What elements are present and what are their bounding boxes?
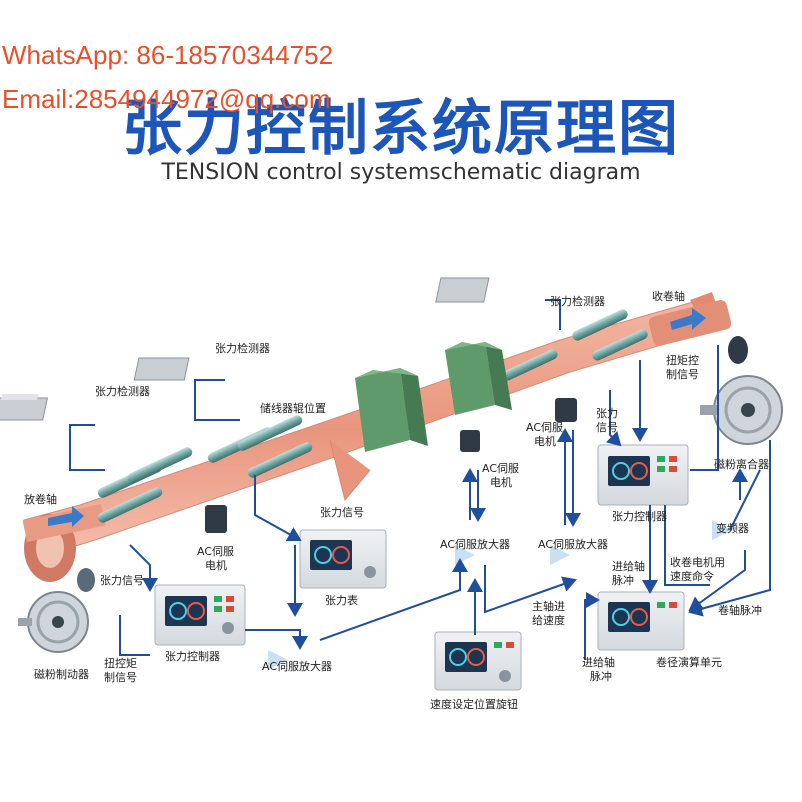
- label-reel-pulse: 卷轴脉冲: [718, 604, 762, 617]
- label-accumulator-roller: 储线器辊位置: [260, 402, 326, 415]
- signal-lines: [69, 299, 771, 660]
- tension-sensor-1: [0, 394, 49, 421]
- label-feed-pulse-top-1: 进给轴: [612, 560, 645, 573]
- label-tension-sensor-2: 张力检测器: [215, 342, 270, 355]
- label-main-feed-speed-2: 给速度: [532, 614, 565, 627]
- controller-roll-diameter: [597, 591, 685, 651]
- label-torque-signal-top-1: 扭矩控: [666, 354, 699, 367]
- label-tension-meter: 张力表: [325, 594, 358, 607]
- label-rewind-shaft: 收卷轴: [652, 290, 685, 303]
- label-tension-sensor-1: 张力检测器: [95, 385, 150, 398]
- label-main-feed-speed-1: 主轴进: [532, 600, 565, 613]
- servo-motor-right: [555, 398, 577, 422]
- label-ac-servo-amp-bottom: AC伺服放大器: [262, 660, 333, 673]
- controller-speed-knob: [434, 631, 522, 691]
- label-tension-signal-left: 张力信号: [100, 574, 144, 587]
- label-tension-sensor-3: 张力检测器: [550, 295, 605, 308]
- label-rewind-motor-speed-2: 速度命令: [670, 570, 714, 583]
- unwind-roll: [22, 503, 106, 582]
- label-tension-signal-right-1: 张力: [596, 407, 618, 420]
- roller-set-2: [207, 415, 313, 478]
- label-ac-servo-motor-mid-2: 电机: [490, 476, 512, 489]
- label-rewind-motor-speed-1: 收卷电机用: [670, 556, 725, 569]
- label-roll-diameter-unit: 卷径演算单元: [656, 656, 722, 669]
- label-ac-servo-amp-right: AC伺服放大器: [538, 538, 609, 551]
- label-tension-signal-mid: 张力信号: [320, 506, 364, 519]
- label-ac-servo-motor-right-2: 电机: [534, 435, 556, 448]
- page-subtitle: TENSION control systemschematic diagram: [161, 160, 641, 185]
- magnetic-clutch: [700, 375, 783, 445]
- label-ac-servo-motor-left-1: AC伺服: [197, 545, 235, 558]
- label-tension-controller-left: 张力控制器: [165, 650, 220, 663]
- label-feed-pulse-top-2: 脉冲: [612, 574, 634, 587]
- web-direction-arrow-left: [48, 506, 84, 527]
- label-ac-servo-motor-mid-1: AC伺服: [482, 462, 520, 475]
- label-feed-pulse-bottom-1: 进给轴: [582, 656, 615, 669]
- label-ac-servo-motor-right-1: AC伺服: [526, 421, 564, 434]
- watermark-whatsapp: WhatsApp: 86-18570344752: [2, 40, 334, 70]
- label-inverter: 变频器: [716, 522, 749, 535]
- magnetic-brake: [18, 568, 95, 653]
- label-torque-signal-top-2: 制信号: [666, 368, 699, 381]
- label-tension-signal-right-2: 信号: [596, 421, 618, 434]
- accumulator-block-1: [355, 368, 428, 452]
- accumulator-block-2: [445, 342, 512, 415]
- watermark-email: Email:2854944972@qq.com: [2, 84, 331, 114]
- controller-tension-meter: [299, 529, 387, 589]
- label-unwind-shaft: 放卷轴: [24, 493, 57, 506]
- label-ac-servo-amp-mid: AC伺服放大器: [440, 538, 511, 551]
- roller-set-3: [502, 309, 648, 381]
- roller-set-1: [97, 447, 193, 523]
- label-torque-signal-bottom-2: 制信号: [104, 671, 137, 684]
- tension-sensor-2: [133, 357, 190, 381]
- tension-sensor-3: [435, 277, 490, 303]
- label-tension-controller-right: 张力控制器: [612, 510, 667, 523]
- controller-tension-right: [597, 444, 689, 506]
- rewind-roll: [648, 300, 748, 364]
- servo-motor-left: [205, 505, 227, 533]
- label-magnetic-brake: 磁粉制动器: [34, 668, 89, 681]
- label-ac-servo-motor-left-2: 电机: [205, 559, 227, 572]
- servo-motor-mid: [460, 430, 480, 452]
- web-direction-arrow-right: [670, 308, 706, 330]
- label-magnetic-clutch: 磁粉离合器: [714, 458, 769, 471]
- page-title: 张力控制系统原理图: [122, 94, 680, 164]
- label-torque-signal-bottom-1: 扭控矩: [104, 657, 137, 670]
- label-speed-knob: 速度设定位置旋钮: [430, 698, 518, 711]
- controller-tension-left: [154, 584, 246, 646]
- label-feed-pulse-bottom-2: 脉冲: [590, 670, 612, 683]
